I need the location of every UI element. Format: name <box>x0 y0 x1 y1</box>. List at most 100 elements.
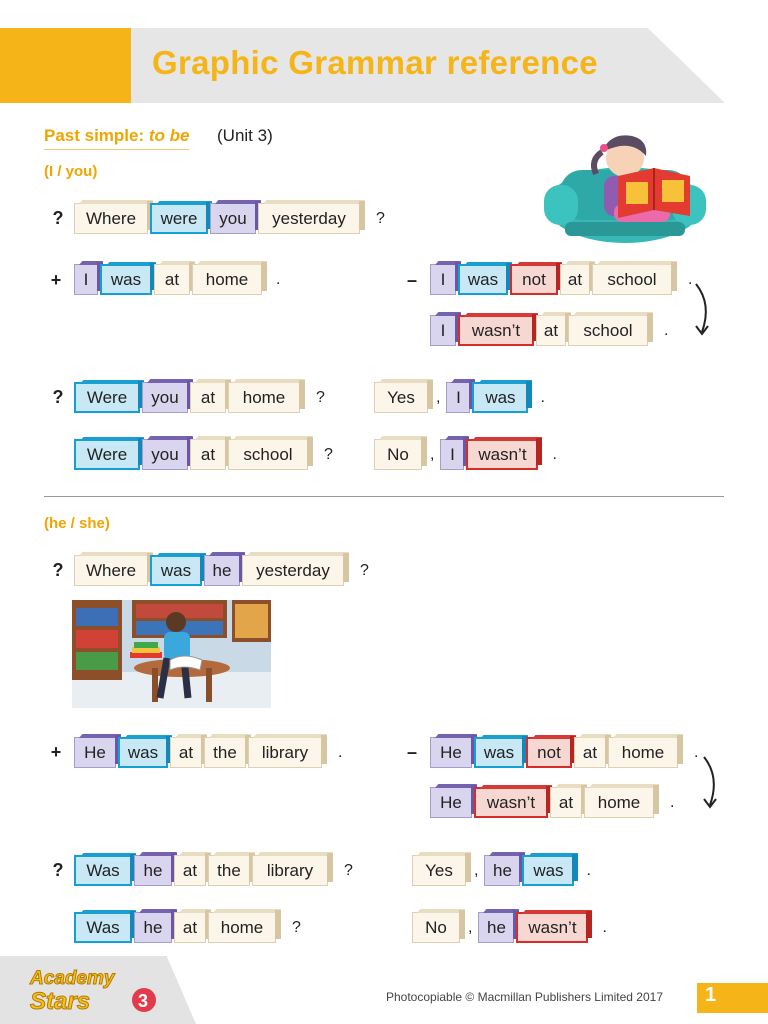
section-title: Past simple: to be <box>44 126 190 150</box>
page-number-box <box>697 983 768 1013</box>
word-block: wasn’t <box>474 786 552 818</box>
word-block: wasn’t <box>458 314 538 346</box>
word-block: Was <box>74 854 136 886</box>
minus-mark: – <box>406 742 417 762</box>
word-block: He <box>430 785 477 818</box>
word-block: at <box>560 262 595 295</box>
question-mark: ? <box>52 387 64 407</box>
word-block: Were <box>74 381 144 413</box>
boy-library-illustration <box>72 600 271 708</box>
sentence-row: No , I wasn’t . <box>374 437 557 470</box>
page-number: 1 <box>705 984 717 1006</box>
word-block: I <box>440 437 470 470</box>
word-block: were <box>150 202 212 234</box>
svg-text:3: 3 <box>138 991 148 1011</box>
punctuation: , <box>474 861 479 879</box>
header-accent-bar <box>0 28 131 103</box>
word-block: he <box>204 553 245 586</box>
curved-arrow-icon <box>695 283 709 336</box>
word-block: was <box>118 736 172 768</box>
word-block: you <box>210 201 261 234</box>
word-block: wasn’t <box>516 911 593 943</box>
word-block: yesterday <box>242 553 349 586</box>
sentence-row: Where were you yesterday ? <box>74 201 385 234</box>
word-block: you <box>142 437 193 470</box>
word-block: home <box>208 910 281 943</box>
footer-banner <box>0 956 196 1024</box>
word-block: wasn’t <box>466 438 543 470</box>
sentence-row: Was he at home ? <box>74 910 301 943</box>
punctuation: . <box>586 861 591 879</box>
word-block: at <box>574 735 611 768</box>
word-block: at <box>190 380 231 413</box>
word-block: I <box>74 262 103 295</box>
word-block: No <box>412 910 465 943</box>
sentence-row: Yes , I was . <box>374 380 545 413</box>
copyright-notice: Photocopiable © Macmillan Publishers Lim… <box>386 990 663 1004</box>
sentence-row: No , he wasn’t . <box>412 910 607 943</box>
punctuation: ? <box>376 209 385 227</box>
subhead-i-you: (I / you) <box>44 163 98 180</box>
word-block: you <box>142 380 193 413</box>
punctuation: . <box>688 270 693 288</box>
word-block: library <box>252 853 333 886</box>
punctuation: , <box>436 388 441 406</box>
word-block: I <box>430 262 461 295</box>
minus-mark: – <box>406 270 417 290</box>
punctuation: ? <box>316 388 325 406</box>
word-block: he <box>134 910 177 943</box>
sentence-row: I was not at school . <box>430 262 693 295</box>
question-mark: ? <box>52 208 64 228</box>
sentence-row: He wasn’t at home . <box>430 785 674 818</box>
word-block: library <box>248 735 327 768</box>
word-block: he <box>478 910 520 943</box>
word-block: I <box>446 380 476 413</box>
sentence-row: He was not at home . <box>430 735 699 768</box>
academy-stars-logo: Academy Stars 3 <box>29 968 156 1016</box>
header-banner <box>131 28 725 103</box>
svg-text:Academy: Academy <box>29 968 116 989</box>
punctuation: ? <box>324 445 333 463</box>
word-block: Yes <box>412 853 471 886</box>
word-block: at <box>174 910 211 943</box>
punctuation: . <box>276 270 281 288</box>
plus-mark: + <box>50 742 62 762</box>
sentence-row: I wasn’t at school . <box>430 313 669 346</box>
sentence-row: Were you at home ? <box>74 380 325 413</box>
question-mark: ? <box>52 860 64 880</box>
word-block: at <box>170 735 207 768</box>
punctuation: ? <box>292 918 301 936</box>
word-block: yesterday <box>258 201 365 234</box>
punctuation: . <box>602 918 607 936</box>
word-block: home <box>584 785 659 818</box>
word-block: not <box>510 263 562 295</box>
punctuation: ? <box>344 861 353 879</box>
word-block: at <box>536 313 571 346</box>
word-block: home <box>228 380 305 413</box>
section-divider <box>44 496 724 497</box>
word-block: school <box>568 313 653 346</box>
word-block: at <box>190 437 231 470</box>
word-block: Yes <box>374 380 433 413</box>
word-block: He <box>74 735 121 768</box>
page-title: Graphic Grammar reference <box>152 44 598 81</box>
sentence-row: Were you at school ? <box>74 437 333 470</box>
word-block: Where <box>74 553 153 586</box>
word-block: was <box>474 736 528 768</box>
word-block: not <box>526 736 576 768</box>
word-block: he <box>134 853 177 886</box>
word-block: was <box>472 381 533 413</box>
punctuation: . <box>540 388 545 406</box>
question-mark: ? <box>52 560 64 580</box>
word-block: at <box>174 853 211 886</box>
word-block: was <box>522 854 579 886</box>
punctuation: . <box>694 743 699 761</box>
word-block: home <box>608 735 683 768</box>
punctuation: . <box>664 321 669 339</box>
word-block: Where <box>74 201 153 234</box>
sentence-row: Where was he yesterday ? <box>74 553 369 586</box>
word-block: Was <box>74 911 136 943</box>
word-block: he <box>484 853 526 886</box>
word-block: school <box>592 262 677 295</box>
sentence-row: Was he at the library ? <box>74 853 353 886</box>
